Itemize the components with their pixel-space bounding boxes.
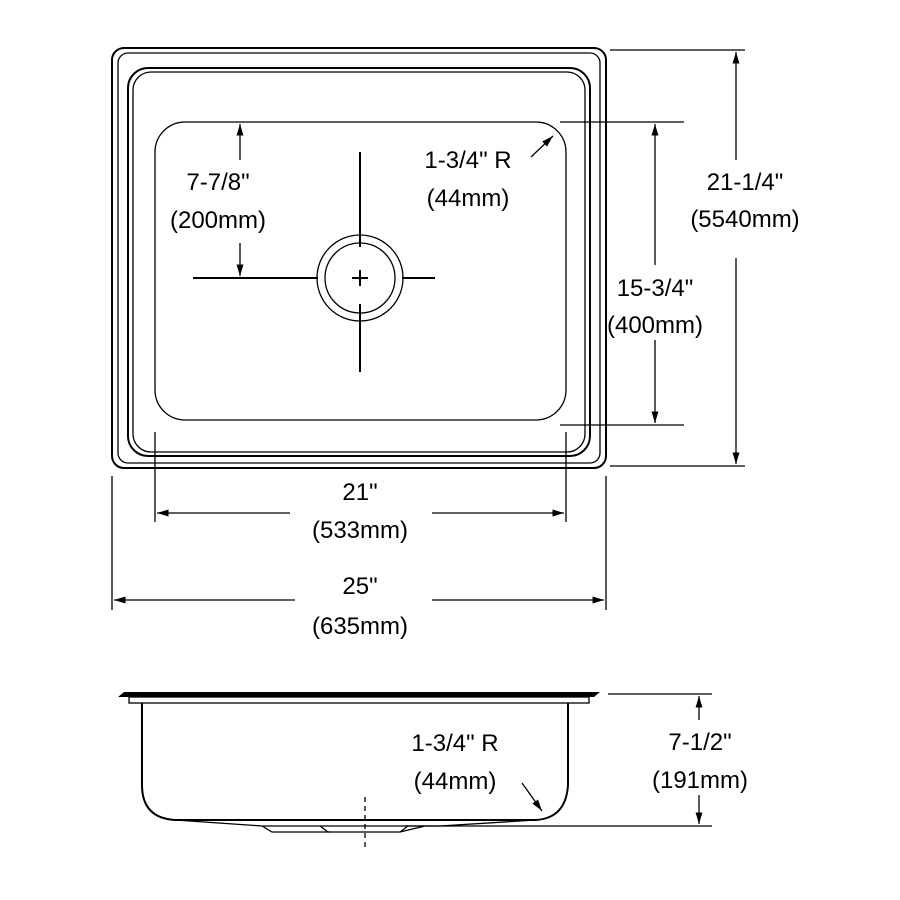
top-view: 7-7/8" (200mm) 1-3/4" R (44mm) 15-3/4" (… [111,47,800,640]
bowl-outline [154,121,567,421]
sink-inner-rim [127,67,591,457]
dimension-label: 1-3/4" R [411,730,498,757]
side-drain-body [174,819,537,833]
dimension-label: 25" [342,573,377,600]
sink-outer-rim-inner-edge [117,52,601,464]
dimension-label: 21" [342,479,377,506]
dimension-label: (44mm) [427,185,510,212]
side-rim [118,692,600,697]
dimension-label: (44mm) [414,768,497,795]
dimension-overall-left-to-right: 25" (635mm) [111,476,607,640]
dimension-bowl-front-to-back: 15-3/4" (400mm) [560,121,703,426]
dimension-label: (635mm) [312,613,408,640]
side-rim-flange [128,696,590,704]
dimension-overall-front-to-back: 21-1/4" (5540mm) [610,49,800,467]
dimension-label: 15-3/4" [617,275,694,302]
dimension-label: (5540mm) [690,206,799,233]
dimension-corner-radius-side: 1-3/4" R (44mm) [411,730,543,812]
side-bowl-outline [141,703,569,821]
sink-inner-rim-edge [132,71,586,453]
dimension-label: 21-1/4" [707,169,784,196]
dimension-depth: 7-1/2" (191mm) [405,693,748,827]
dimension-label: 7-7/8" [186,169,249,196]
side-drain-body [319,825,409,833]
drain [193,152,435,372]
dimension-label: (533mm) [312,517,408,544]
dimension-label: 7-1/2" [668,729,731,756]
dimension-label: (191mm) [652,767,748,794]
dimension-label: 1-3/4" R [424,147,511,174]
dimension-label: (200mm) [170,207,266,234]
sink-outer-rim [111,47,607,469]
side-view: 1-3/4" R (44mm) 7-1/2" (191mm) [118,692,748,850]
dimension-bowl-left-to-right: 21" (533mm) [154,432,567,544]
dimension-corner-radius-top: 1-3/4" R (44mm) [424,135,554,212]
dimension-label: (400mm) [607,312,703,339]
dimension-drain-offset: 7-7/8" (200mm) [170,123,266,276]
